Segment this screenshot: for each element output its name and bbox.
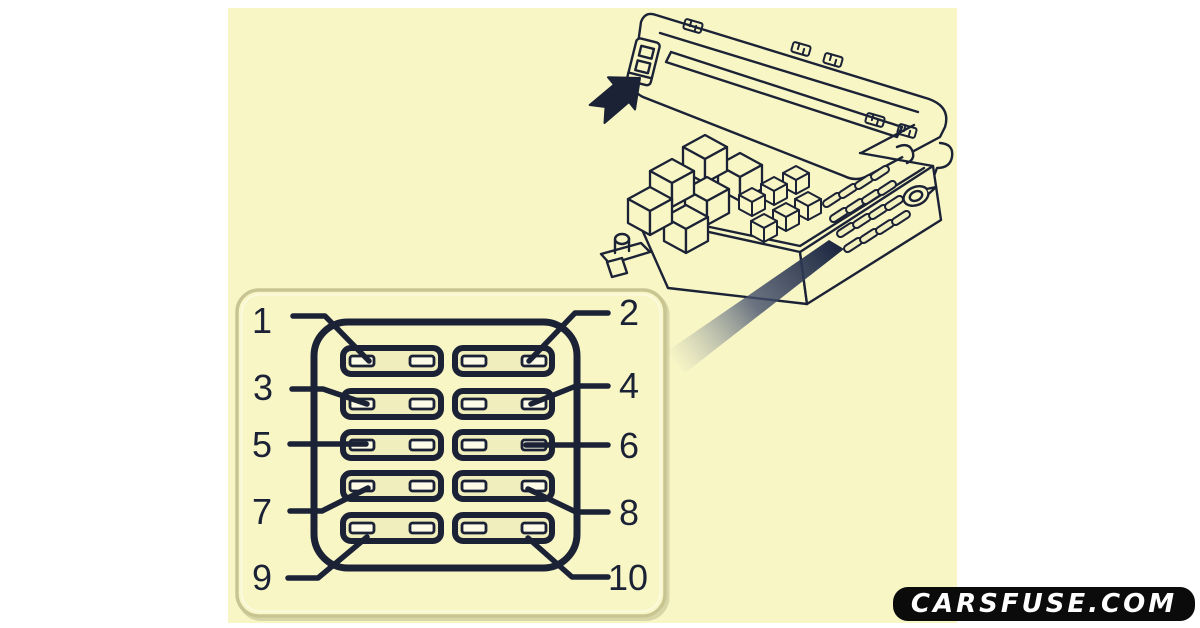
leader-line-9 [285,534,370,581]
lid-hole [821,51,845,69]
pointer-arrow-icon [588,76,641,124]
fuse-slots [340,345,555,544]
fuse-slot-2 [452,345,555,377]
fuse-layout-panel: 1 2 3 4 5 6 7 8 9 10 [235,288,670,621]
fuse-numbers: 1 2 3 4 5 6 7 8 9 10 [252,292,648,598]
relay-block [737,186,767,218]
fuse-number-6: 6 [619,425,639,466]
callout-beam [666,240,844,373]
fuse-number-8: 8 [619,492,639,533]
fuse-number-3: 3 [253,367,273,408]
fuse-box-illustration [599,12,954,306]
fuse-slot-4 [452,388,555,420]
leader-line-8 [525,486,611,515]
leader-line-4 [528,383,611,407]
fuse-slot-7 [340,470,444,502]
hinge-clip [895,143,915,165]
fuse-number-9: 9 [252,557,272,598]
relay-block [626,185,674,237]
hinge-clip [932,141,954,178]
fuse-slot-3 [340,388,444,420]
relay-block [749,212,779,244]
fuse-number-4: 4 [619,365,639,406]
fuse-number-7: 7 [252,491,272,532]
fuse-number-10: 10 [608,557,648,598]
fuse-slot-8 [452,470,555,502]
mounting-bracket [599,232,652,279]
fuse-slot-10 [452,512,555,544]
leader-line-10 [525,535,611,580]
fuse-box-lid [626,12,954,181]
fuse-number-5: 5 [252,424,272,465]
fuse-number-1: 1 [252,300,272,341]
fuse-number-2: 2 [619,292,639,333]
leader-line-1 [290,313,372,364]
watermark-text: CARSFUSE.COM [910,589,1178,619]
watermark-badge: CARSFUSE.COM [893,587,1195,621]
leader-lines [285,310,611,581]
leader-line-3 [289,386,370,407]
leader-line-7 [287,485,371,514]
fuse-slot-5 [340,429,444,461]
lid-hole [789,40,813,58]
leader-line-2 [526,310,611,364]
side-latch [902,185,938,207]
lid-latch [626,37,661,87]
fuse-slot-9 [340,512,444,544]
